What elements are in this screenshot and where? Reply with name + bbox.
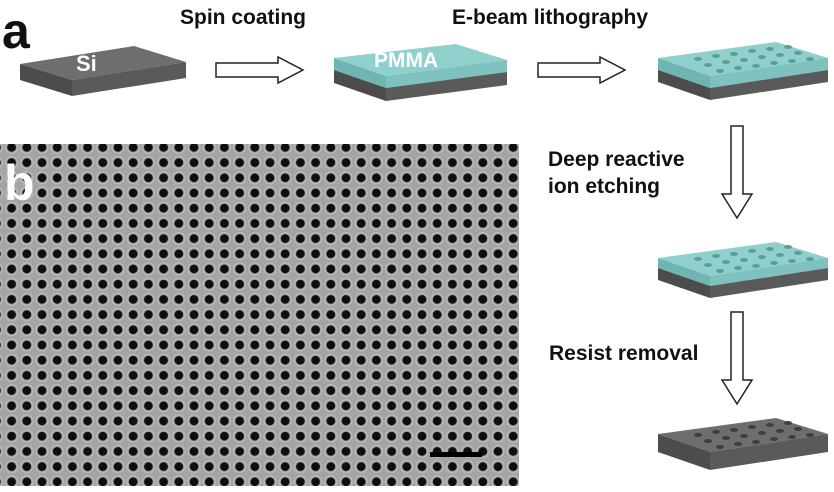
panel-label-a: a <box>2 3 31 59</box>
arrow-down-icon <box>722 126 752 218</box>
sem-image <box>0 144 519 486</box>
arrow-right-icon <box>216 57 303 83</box>
panel-label-b: b <box>4 155 35 211</box>
step-spin-coating-label: Spin coating <box>180 6 306 29</box>
pmma-label: PMMA <box>374 49 438 72</box>
step-drie-label-line2: ion etching <box>548 175 660 198</box>
step-ebeam-label: E-beam lithography <box>452 6 648 29</box>
si-wafer-diagram: Si <box>20 46 186 96</box>
step-resist-removal-label: Resist removal <box>549 342 698 365</box>
step-drie-label-line1: Deep reactive <box>548 148 685 171</box>
scale-bar <box>430 452 482 457</box>
si-label: Si <box>76 51 97 76</box>
patterned-pmma-diagram <box>658 42 828 100</box>
arrow-right-icon <box>538 57 625 83</box>
final-si-diagram <box>658 418 828 470</box>
arrow-down-icon <box>722 312 752 404</box>
etched-with-pmma-diagram <box>658 242 828 298</box>
pmma-on-si-diagram: PMMA <box>334 44 507 101</box>
